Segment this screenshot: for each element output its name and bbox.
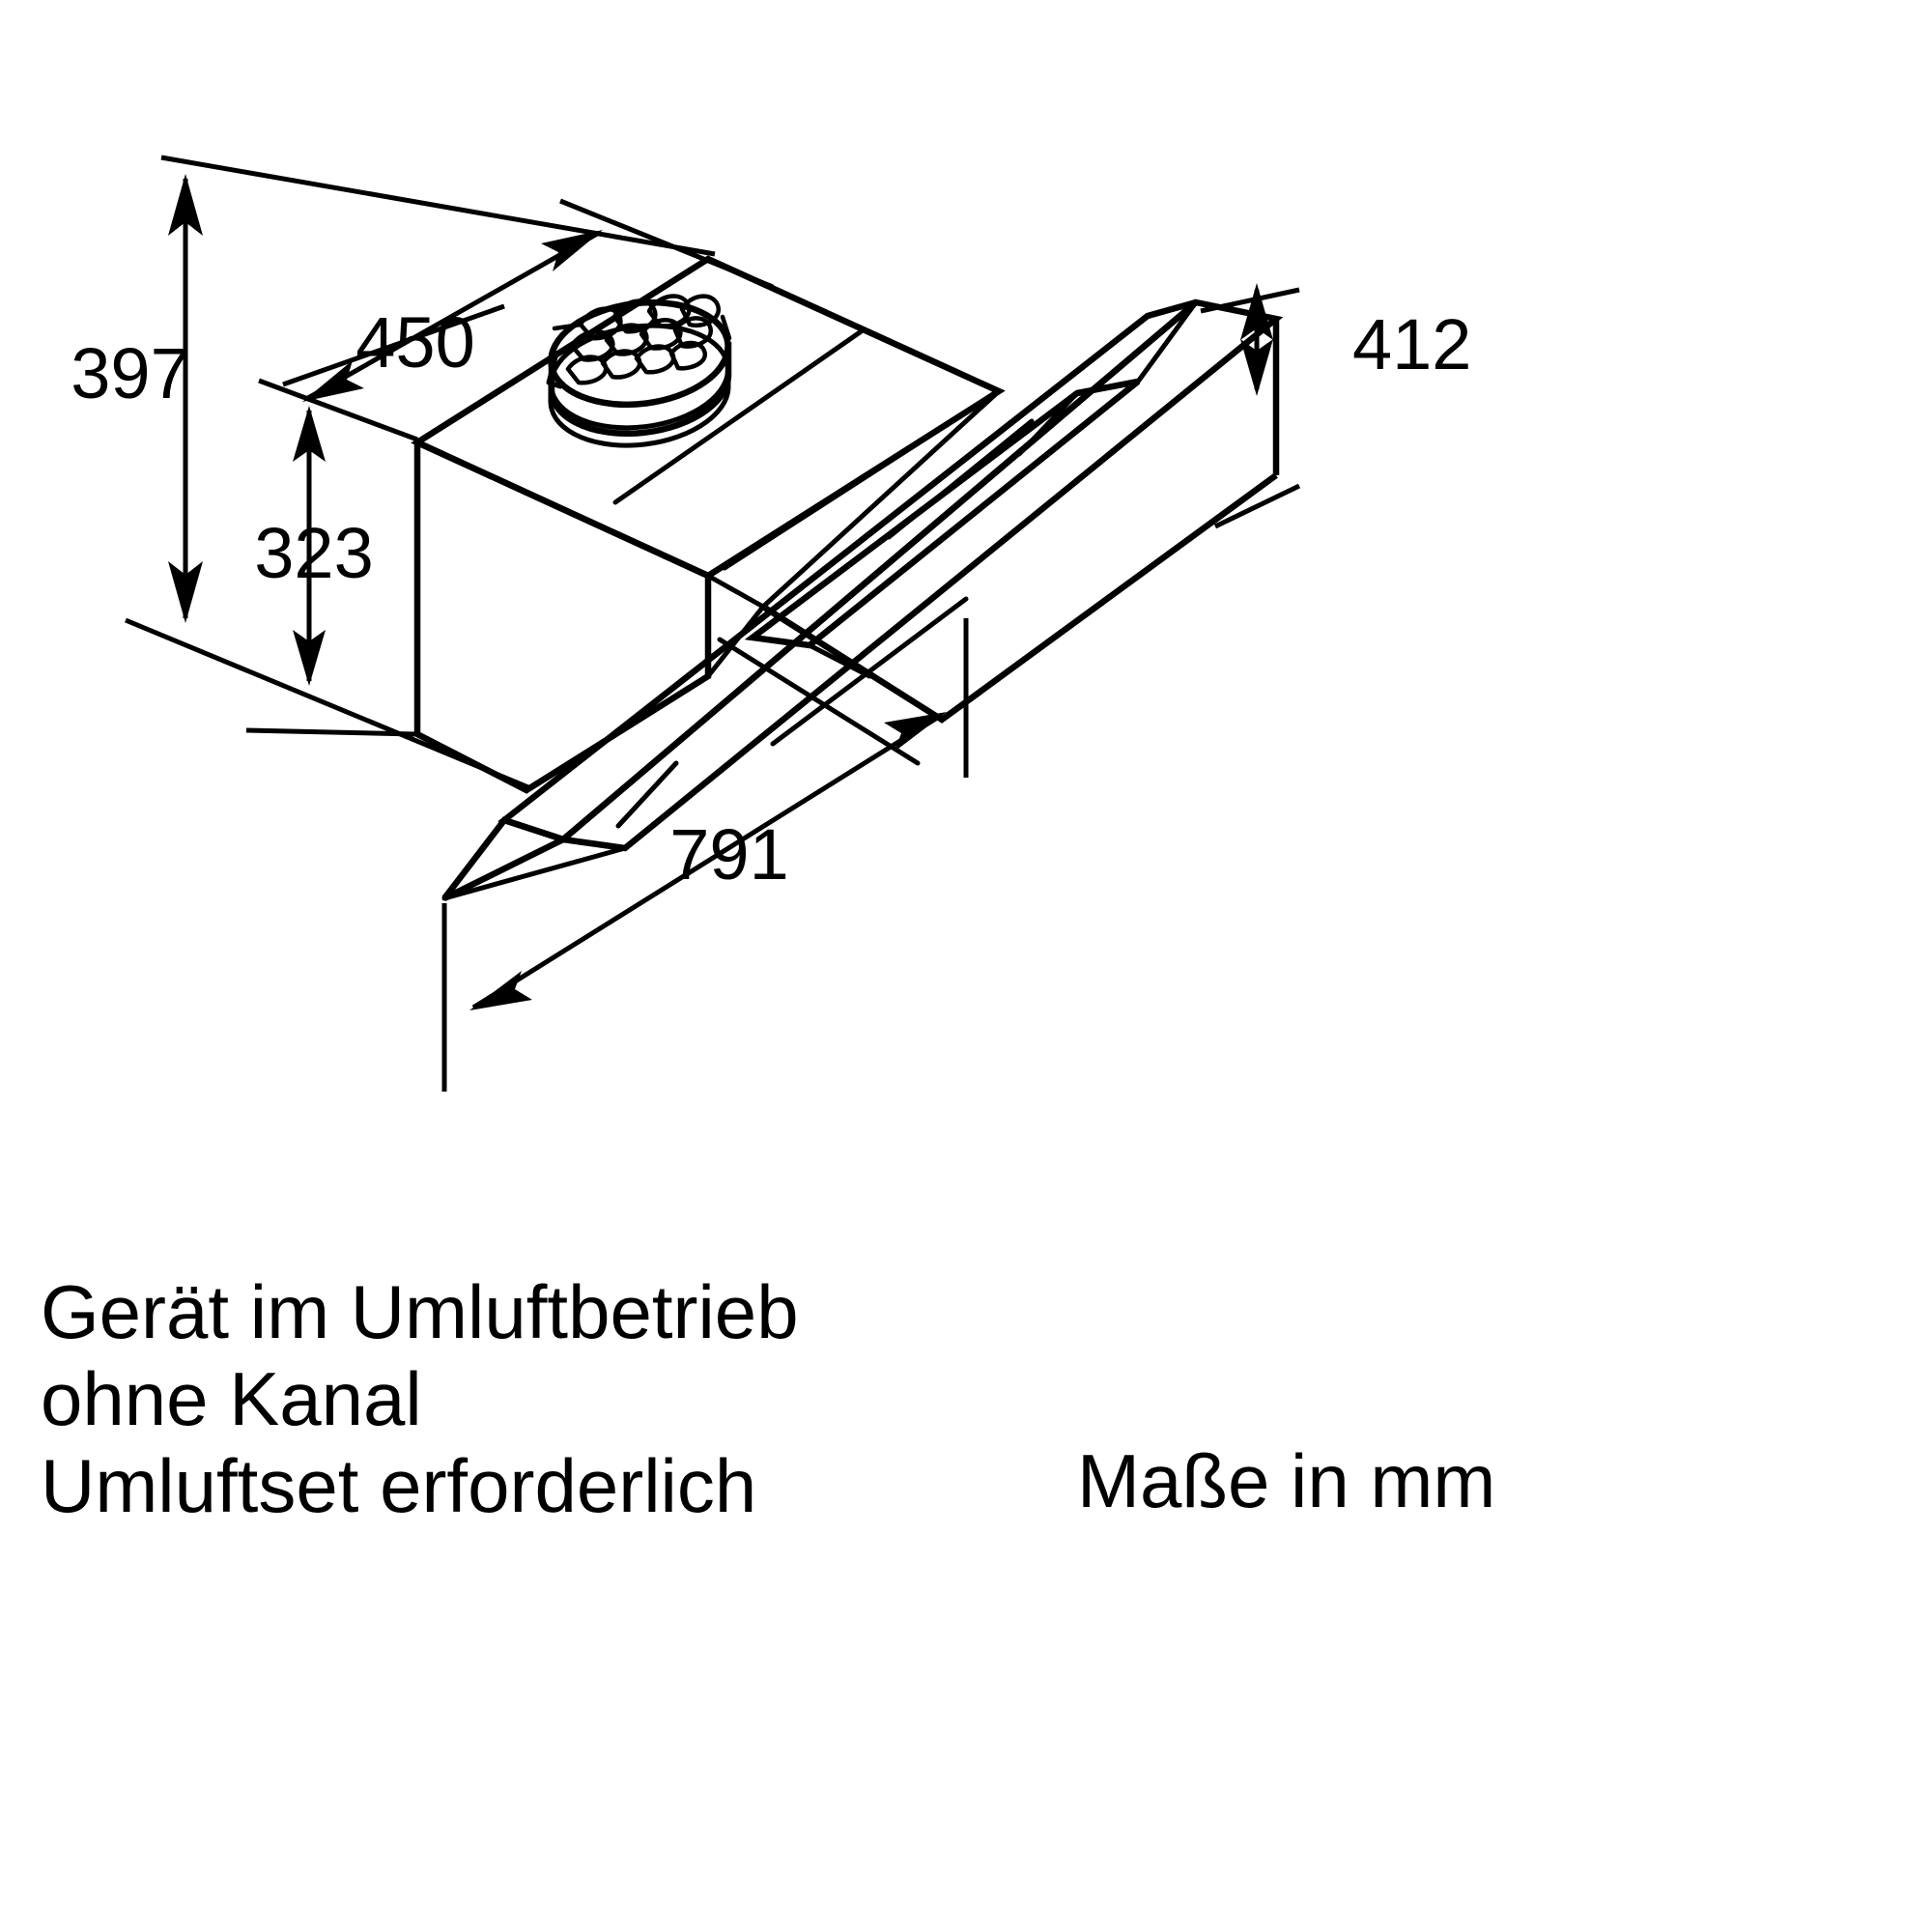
housing-top-face (411, 255, 1006, 580)
ext-line-397-top (160, 155, 716, 257)
product-geometry (411, 255, 1284, 901)
duct-outlet-lower-rim (548, 376, 732, 438)
dim-label-450: 450 (355, 302, 474, 383)
dimension-412: 412 (1200, 283, 1471, 529)
note-units: Maße in mm (1077, 1438, 1495, 1523)
dim-line-450 (304, 230, 601, 402)
glass-inner-line-3 (615, 760, 679, 829)
notes-block: Gerät im Umluftbetrieb ohne Kanal Umluft… (41, 1269, 1495, 1528)
ext-line-450-front (282, 303, 505, 387)
ext-line-323-top (258, 378, 418, 442)
arrow-450-upper (541, 230, 603, 271)
glass-panel-tip-edge (441, 845, 628, 901)
housing-bevel-face (705, 388, 1002, 610)
note-line-3: Umluftset erforderlich (41, 1443, 756, 1528)
hood-underside-strip-lower (717, 637, 921, 766)
ext-line-412-top (1200, 287, 1300, 314)
duct-outlet-tab (546, 351, 563, 389)
glass-panel-tip (441, 816, 572, 901)
arrow-323-up (293, 406, 326, 462)
ext-line-450-rear (559, 198, 774, 290)
hood-underside-strip (761, 472, 1278, 724)
arrow-450-lower (302, 360, 364, 402)
housing-top-seam-1 (612, 327, 866, 505)
dim-label-412: 412 (1352, 304, 1471, 384)
dimension-791: 791 (441, 618, 969, 1092)
ext-line-323-bottom (245, 727, 416, 737)
ext-line-412-bottom (1213, 483, 1301, 529)
dim-line-791 (471, 712, 944, 1010)
dimension-397: 397 (71, 155, 716, 790)
dimension-450: 450 (282, 198, 774, 402)
arrow-412-up (1240, 283, 1273, 340)
glass-inner-line-4 (1016, 390, 1080, 457)
duct-grille (552, 294, 732, 385)
dim-label-791: 791 (669, 814, 788, 895)
note-line-1: Gerät im Umluftbetrieb (41, 1269, 799, 1354)
glass-panel-body-face (497, 298, 1199, 843)
glass-panel-seam-1 (886, 418, 1035, 540)
arrow-791-left (469, 971, 532, 1010)
arrow-791-right (884, 712, 947, 752)
dim-label-397: 397 (71, 333, 189, 413)
note-line-2: ohne Kanal (41, 1356, 422, 1441)
duct-outlet-flange-base (548, 368, 731, 448)
ext-line-397-bottom (125, 617, 529, 790)
dimension-323: 323 (245, 378, 418, 737)
glass-inner-line-2 (807, 642, 872, 679)
arrow-323-down (293, 630, 326, 686)
housing-left-face (413, 437, 712, 794)
arrow-412-down (1240, 339, 1273, 396)
arrow-397-up (168, 174, 203, 236)
housing-top-seam-2 (722, 388, 1002, 571)
arrow-397-down (168, 561, 203, 623)
glass-inner-line-1 (1135, 299, 1199, 384)
dim-label-323: 323 (254, 513, 373, 593)
